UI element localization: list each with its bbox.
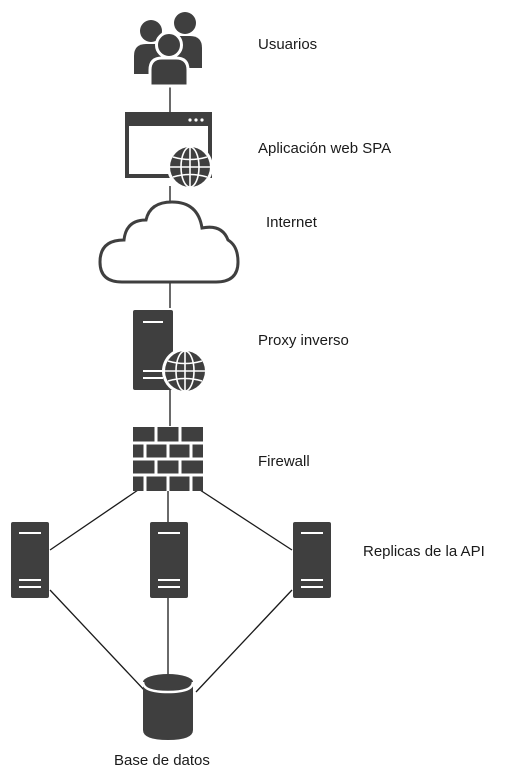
server-icon	[150, 522, 188, 598]
server-icon	[293, 522, 331, 598]
database-icon	[141, 674, 195, 740]
edge-replica-left-db	[49, 589, 147, 693]
cloud-icon	[98, 200, 240, 284]
internet-label: Internet	[266, 214, 317, 231]
users-label: Usuarios	[258, 36, 318, 53]
spa-label: Aplicación web SPA	[258, 140, 392, 157]
connectors	[49, 86, 293, 693]
server-globe-icon	[133, 310, 208, 394]
globe-icon	[167, 144, 213, 190]
proxy-label: Proxy inverso	[258, 332, 349, 349]
users-icon	[134, 12, 202, 88]
globe-icon	[162, 348, 208, 394]
edge-firewall-replica-left	[49, 489, 139, 551]
database-label: Base de datos	[114, 752, 210, 769]
browser-globe-icon	[125, 112, 213, 190]
firewall-label: Firewall	[258, 453, 310, 470]
edge-replica-right-db	[195, 589, 293, 693]
server-icon	[11, 522, 49, 598]
api-replicas-label: Replicas de la API	[363, 543, 485, 560]
edge-firewall-replica-right	[199, 489, 293, 551]
brick-wall-icon	[133, 427, 203, 491]
